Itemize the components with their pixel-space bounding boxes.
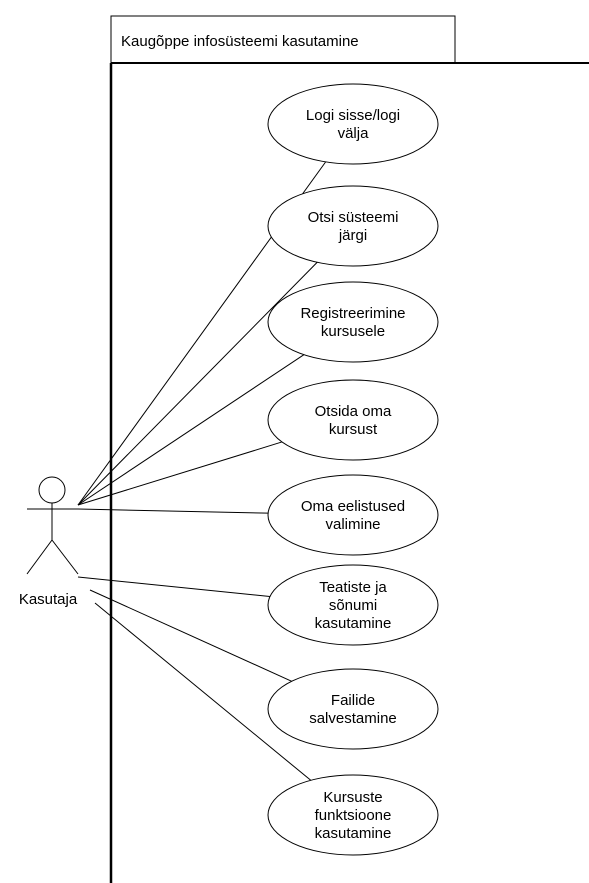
- actor-label: Kasutaja: [19, 591, 78, 608]
- use-case-label: kursusele: [321, 323, 385, 340]
- use-case-ellipse: [267, 668, 439, 750]
- use-case-label: kasutamine: [315, 615, 392, 632]
- use-case-label: Logi sisse/logi: [306, 107, 400, 124]
- use-case-label: kasutamine: [315, 825, 392, 842]
- association-line: [77, 354, 305, 506]
- system-boundary: Kaugõppe infosüsteemi kasutamine: [109, 15, 589, 883]
- use-case-ellipse: [267, 281, 439, 363]
- use-case-label: järgi: [338, 227, 367, 244]
- use-case-ellipse: [267, 185, 439, 267]
- use-case-ellipse: [267, 83, 439, 165]
- actor-right-leg: [51, 539, 79, 575]
- use-case-label: Otsida oma: [315, 403, 392, 420]
- use-case-label: Teatiste ja: [319, 579, 387, 596]
- use-case-label: salvestamine: [309, 710, 397, 727]
- use-case-label: välja: [338, 125, 370, 142]
- use-case-ellipse: [267, 379, 439, 461]
- association-line: [77, 576, 270, 598]
- association-line: [77, 441, 283, 506]
- use-case-label: valimine: [325, 516, 380, 533]
- actor-head: [38, 476, 66, 504]
- actor-kasutaja[interactable]: Kasutaja: [19, 476, 79, 608]
- use-case-label: Registreerimine: [300, 305, 405, 322]
- system-title: Kaugõppe infosüsteemi kasutamine: [121, 33, 359, 50]
- use-case-ellipse: [267, 474, 439, 556]
- association-line: [89, 589, 292, 682]
- use-case-ellipse: [267, 564, 439, 646]
- use-case-label: Otsi süsteemi: [308, 209, 399, 226]
- use-case-ellipse: [267, 774, 439, 856]
- use-case-label: Failide: [331, 692, 375, 709]
- use-case-label: Kursuste: [323, 789, 382, 806]
- association-line: [94, 602, 312, 781]
- use-case-label: Oma eelistused: [301, 498, 405, 515]
- system-title-box: [110, 15, 456, 64]
- actor-left-leg: [26, 539, 53, 575]
- association-line: [77, 261, 318, 506]
- use-case-label: sõnumi: [329, 597, 377, 614]
- use-case-label: kursust: [329, 421, 378, 438]
- association-line: [77, 508, 269, 514]
- use-case-label: funktsioone: [315, 807, 392, 824]
